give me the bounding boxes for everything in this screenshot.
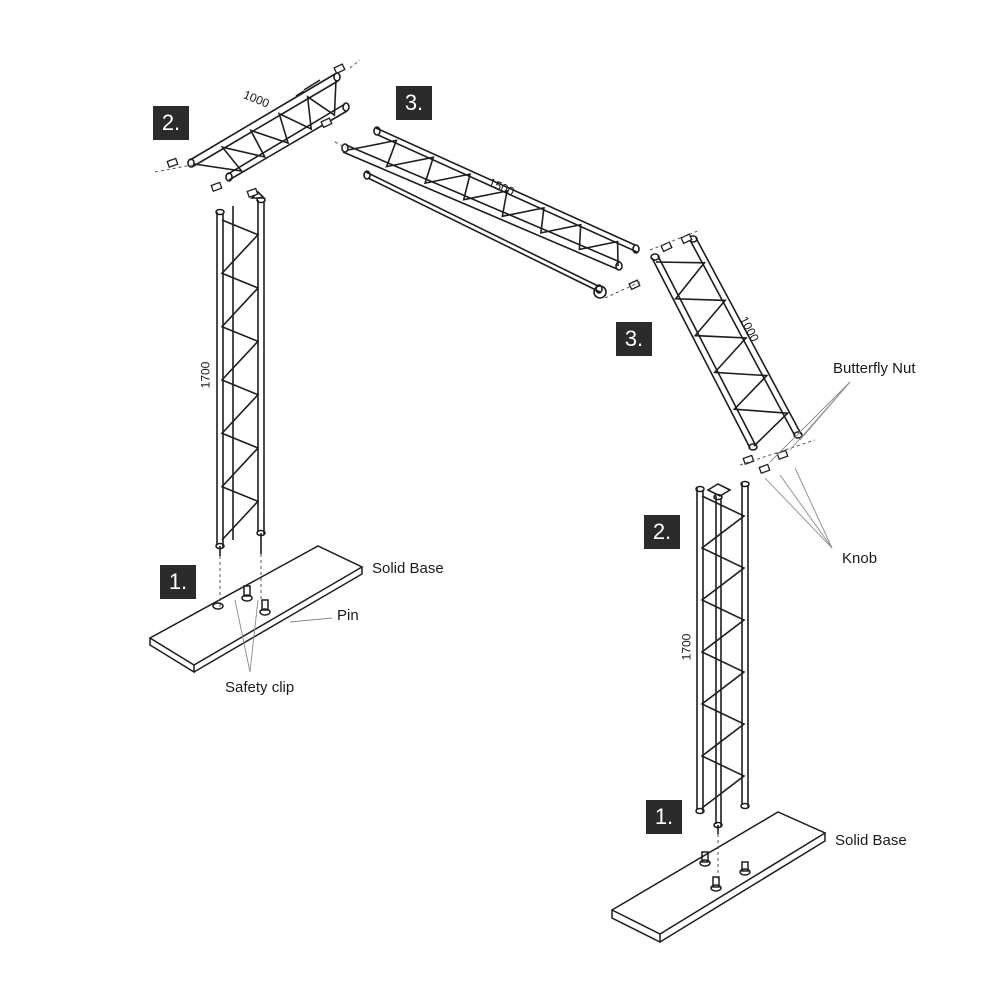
callout-pin: Pin	[337, 607, 359, 624]
step-badge-right-base: 1.	[646, 800, 682, 834]
step-badge-left-base: 1.	[160, 565, 196, 599]
step-badge-top-main: 3.	[396, 86, 432, 120]
callout-leaders	[234, 381, 851, 673]
callout-butterfly-nut: Butterfly Nut	[833, 360, 916, 377]
right-solid-base-plate	[610, 811, 827, 944]
left-column-truss	[215, 190, 266, 556]
left-solid-base-plate	[148, 545, 364, 674]
callout-safety-clip: Safety clip	[225, 679, 295, 696]
right-diagonal-truss	[650, 235, 803, 451]
callout-solid-base-right: Solid Base	[835, 832, 907, 849]
right-column-truss	[695, 480, 750, 834]
top-main-truss	[341, 126, 640, 299]
callout-knob: Knob	[842, 550, 878, 567]
callout-solid-base-left: Solid Base	[372, 560, 444, 577]
step-badge-left-top: 2.	[153, 106, 189, 140]
connector-pins	[166, 63, 789, 475]
dimension-label-right-column: 1700	[679, 633, 694, 661]
dimension-label-left-column: 1700	[198, 361, 213, 389]
step-badge-right-mid: 2.	[644, 515, 680, 549]
left-top-truss	[187, 72, 350, 182]
step-badge-right-upper: 3.	[616, 322, 652, 356]
assembly-axes	[154, 59, 816, 880]
